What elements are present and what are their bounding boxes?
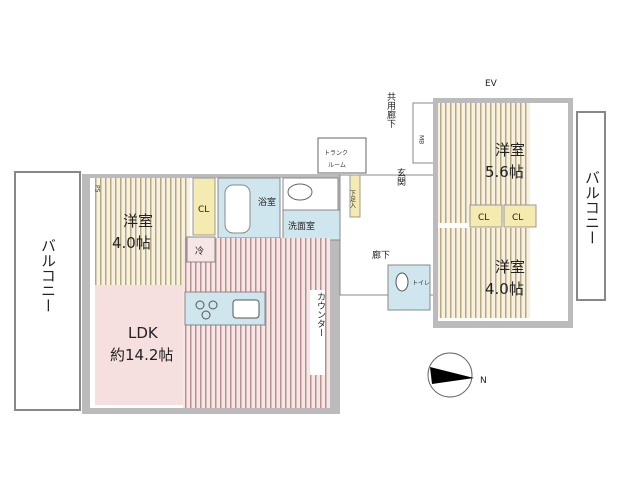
- closet-left-label: CL: [198, 205, 209, 215]
- balcony-right-label: バルコニー: [583, 170, 601, 245]
- western-room-left: [95, 178, 190, 285]
- closet-left: [192, 177, 216, 236]
- western-room-right-name: 洋室: [495, 258, 525, 276]
- compass: N: [427, 352, 487, 398]
- balcony-right: バルコニー: [576, 111, 606, 301]
- western-room-right: [438, 228, 530, 318]
- ldk-size: 約14.2帖: [110, 346, 173, 364]
- stove-burner-icon: [208, 300, 218, 310]
- bathtub-icon: [224, 184, 251, 234]
- compass-needle-icon: [430, 367, 474, 384]
- fridge: [186, 236, 216, 263]
- toilet: [387, 264, 431, 311]
- western-room-right-size: 4.0帖: [485, 280, 524, 298]
- closet-right-2-label: CL: [512, 213, 523, 223]
- trunk-room-label-1: トランク: [324, 150, 348, 157]
- closet-right-1-label: CL: [478, 213, 489, 223]
- ev-label: EV: [485, 79, 498, 89]
- sink-icon: [232, 299, 260, 319]
- fridge-label: 冷: [195, 245, 204, 257]
- ldk-name: LDK: [128, 324, 159, 342]
- toilet-label: トイレ: [412, 280, 430, 287]
- counter-label: カウンター: [315, 292, 326, 337]
- entrance-label: 玄関: [395, 167, 406, 187]
- closet-right-1: [469, 204, 503, 228]
- balcony-left: バルコニー: [14, 171, 81, 411]
- trunk-room-label-2: ルーム: [328, 162, 346, 169]
- toilet-icon: [395, 272, 409, 292]
- common-corridor-label: 共用廊下: [385, 92, 396, 129]
- western-room-left-name: 洋室: [123, 212, 153, 230]
- stove-burner-icon: [201, 310, 211, 320]
- bathroom-label: 浴室: [258, 196, 276, 208]
- ps-label-left: PS: [94, 185, 101, 193]
- balcony-left-label: バルコニー: [39, 238, 57, 313]
- stove-burner-icon: [195, 300, 205, 310]
- western-room-large: [438, 103, 530, 223]
- western-room-left-size: 4.0帖: [112, 234, 151, 252]
- washroom-label: 洗面室: [288, 220, 315, 232]
- western-room-large-size: 5.6帖: [485, 163, 524, 181]
- shoe-box: [349, 174, 361, 218]
- washbasin-icon: [287, 183, 313, 201]
- trunk-room: [317, 137, 367, 174]
- mb-label: MB: [418, 135, 425, 144]
- mb: [412, 102, 436, 164]
- western-room-large-name: 洋室: [495, 141, 525, 159]
- hallway-label: 廊下: [372, 249, 390, 261]
- closet-right-2: [503, 204, 537, 228]
- shoe-box-label: 下足入: [349, 190, 356, 208]
- compass-north-label: N: [480, 376, 487, 386]
